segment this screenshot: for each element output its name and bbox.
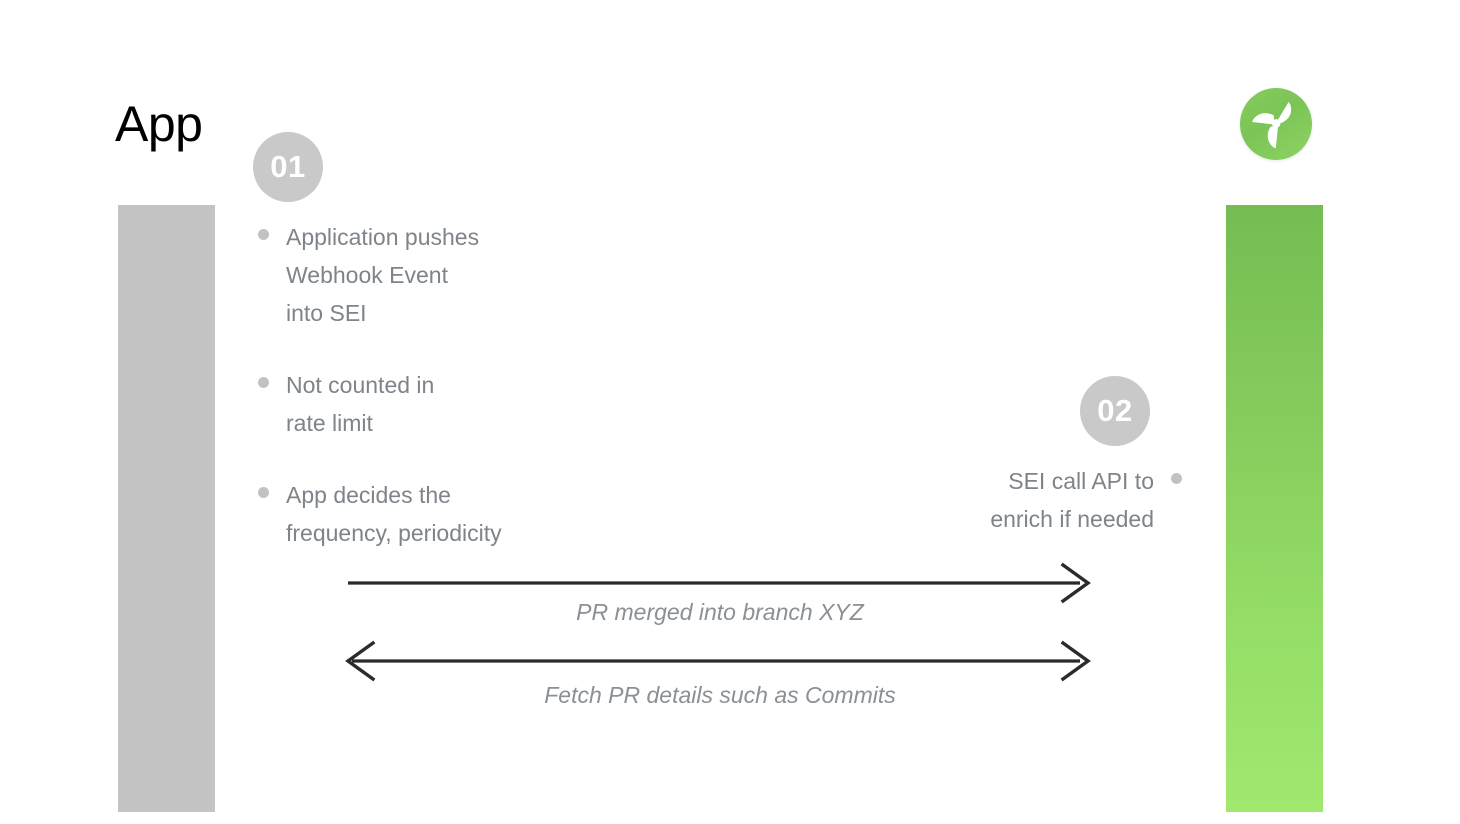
pr-merged-arrow-label: PR merged into branch XYZ <box>576 599 864 625</box>
step-02-bullet-list: SEI call API to enrich if needed <box>830 462 1185 538</box>
bullet-dot-icon <box>258 487 269 498</box>
list-item: Application pushes Webhook Event into SE… <box>255 218 715 332</box>
propeller-logo-icon <box>1240 88 1312 160</box>
list-item-label: SEI call API to enrich if needed <box>990 468 1154 532</box>
bullet-dot-icon <box>1171 473 1182 484</box>
list-item-label: App decides the frequency, periodicity <box>286 482 502 546</box>
bullet-dot-icon <box>258 229 269 240</box>
list-item: App decides the frequency, periodicity <box>255 476 715 552</box>
page-title: App <box>115 96 203 152</box>
sei-lane-bar <box>1226 205 1323 812</box>
list-item-label: Not counted in rate limit <box>286 372 435 436</box>
app-lane-bar <box>118 205 215 812</box>
fetch-pr-details-arrow <box>340 638 1100 684</box>
step-badge-01: 01 <box>253 132 323 202</box>
pr-merged-arrow <box>340 560 1100 606</box>
list-item: SEI call API to enrich if needed <box>830 462 1185 538</box>
bullet-dot-icon <box>258 377 269 388</box>
list-item: Not counted in rate limit <box>255 366 715 442</box>
list-item-label: Application pushes Webhook Event into SE… <box>286 224 480 326</box>
fetch-pr-details-arrow-label: Fetch PR details such as Commits <box>544 682 896 708</box>
step-badge-02: 02 <box>1080 376 1150 446</box>
step-01-bullet-list: Application pushes Webhook Event into SE… <box>255 218 715 552</box>
